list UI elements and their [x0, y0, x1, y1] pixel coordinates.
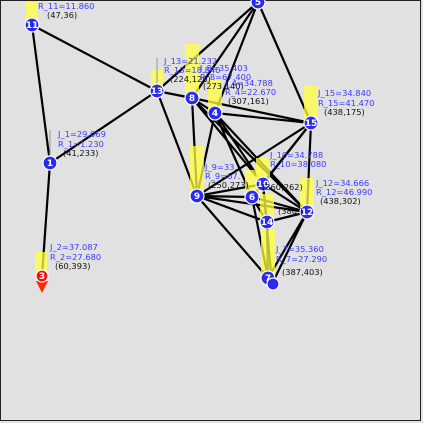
label-xy-10: (360,262) — [262, 182, 303, 192]
label-j-15: J_15=34.840 — [317, 88, 371, 98]
edge-10-12 — [262, 183, 308, 213]
nodes: 11 1 3 13 5 8 4 15 9 10 6 12 14 7 — [24, 0, 319, 291]
label-j-4: J_4=34.788 — [224, 78, 273, 88]
svg-text:12: 12 — [301, 208, 314, 218]
label-j-7: J_7=35.360 — [275, 244, 324, 254]
edge-13-5 — [156, 1, 259, 92]
edge-9-6 — [196, 194, 253, 199]
node-1[interactable]: 1 — [42, 155, 58, 171]
edge-4-5 — [213, 1, 260, 114]
label-xy-15: (438,175) — [324, 107, 365, 117]
alarm-marker-icon — [36, 281, 48, 293]
node-9[interactable]: 9 — [189, 188, 205, 204]
label-xy-4: (307,161) — [228, 96, 269, 106]
svg-text:11: 11 — [26, 21, 39, 31]
node-13[interactable]: 13 — [149, 83, 165, 99]
node-15[interactable]: 15 — [303, 115, 319, 131]
node-6[interactable]: 6 — [244, 189, 260, 205]
label-r-10: R_10=38.080 — [270, 159, 326, 169]
edge-4-15 — [214, 111, 312, 125]
svg-text:15: 15 — [305, 119, 318, 129]
label-xy-11: (47,36) — [47, 10, 77, 20]
label-xy-9: (250,273) — [208, 180, 249, 190]
label-r-12: R_12=46.990 — [316, 187, 372, 197]
svg-text:8: 8 — [189, 94, 195, 104]
label-r-7: R_7=27.290 — [276, 254, 327, 264]
label-j-13: J_13=21.232 — [163, 56, 217, 66]
node-8[interactable]: 8 — [184, 90, 200, 106]
label-r-2: R_2=27.680 — [50, 252, 101, 262]
load-bar-14 — [260, 194, 274, 222]
edge-8-5 — [191, 1, 259, 99]
label-j-12: J_12=34.666 — [315, 178, 369, 188]
label-j-8: J_8=35.403 — [199, 63, 248, 73]
svg-text:14: 14 — [261, 218, 274, 228]
load-bar-4 — [208, 80, 222, 113]
svg-text:13: 13 — [151, 87, 164, 97]
edge-15-9 — [196, 122, 312, 197]
svg-text:4: 4 — [212, 109, 218, 119]
label-xy-1: (41,233) — [63, 148, 99, 158]
edge-5-15 — [256, 1, 313, 124]
node-11[interactable]: 11 — [24, 17, 40, 33]
svg-text:9: 9 — [194, 192, 200, 202]
load-bar-8 — [185, 44, 199, 98]
load-bar-9 — [190, 146, 204, 196]
edge-11-1 — [30, 24, 52, 164]
label-j-1: J_1=29.069 — [57, 129, 106, 139]
svg-text:3: 3 — [39, 272, 45, 282]
label-r-4: R_4=22.670 — [225, 87, 276, 97]
label-r-9: R_9=67. — [205, 171, 240, 181]
node-7-shadow — [266, 277, 280, 291]
label-xy-8: (273,140) — [203, 81, 244, 91]
edge-9-7 — [196, 195, 269, 279]
node-3[interactable]: 3 — [35, 269, 49, 283]
label-r-13: R_13=18.840 — [164, 65, 220, 75]
svg-text:6: 6 — [249, 193, 255, 203]
node-14[interactable]: 14 — [259, 214, 275, 230]
load-bar-12 — [300, 178, 314, 212]
node-4[interactable]: 4 — [207, 105, 223, 121]
label-j-2: J_2=37.087 — [49, 242, 98, 252]
label-xy-14: (380,) — [278, 206, 303, 216]
load-bar-6 — [245, 170, 259, 197]
node-5[interactable]: 5 — [250, 0, 266, 10]
label-xy-13: (224,129) — [170, 74, 211, 84]
node-10[interactable]: 10 — [255, 176, 271, 192]
label-xy-7: (387,403) — [282, 267, 323, 277]
label-r-15: R_15=41.470 — [318, 98, 374, 108]
labels: R_11=11.860 (47,36) J_1=29.069 R_1=1.230… — [38, 1, 374, 277]
load-bar-15 — [304, 86, 318, 123]
label-r-1: R_1=1.230 — [58, 139, 104, 149]
svg-text:10: 10 — [257, 180, 270, 190]
label-r-11: R_11=11.860 — [38, 1, 94, 11]
svg-text:5: 5 — [255, 0, 261, 8]
edge-1-13 — [49, 90, 158, 164]
node-12[interactable]: 12 — [299, 204, 315, 220]
svg-text:7: 7 — [265, 274, 271, 284]
label-r-8: R_8=67.400 — [200, 72, 251, 82]
label-xy-12: (438,302) — [320, 196, 361, 206]
load-bars — [26, 2, 318, 278]
load-bar-7 — [261, 230, 275, 278]
label-j-10: J_10=34.788 — [269, 150, 323, 160]
label-xy-2: (60,393) — [55, 261, 91, 271]
label-j-9: J_9=33. — [204, 162, 237, 172]
edge-11-13 — [31, 24, 158, 92]
svg-text:1: 1 — [47, 159, 53, 169]
